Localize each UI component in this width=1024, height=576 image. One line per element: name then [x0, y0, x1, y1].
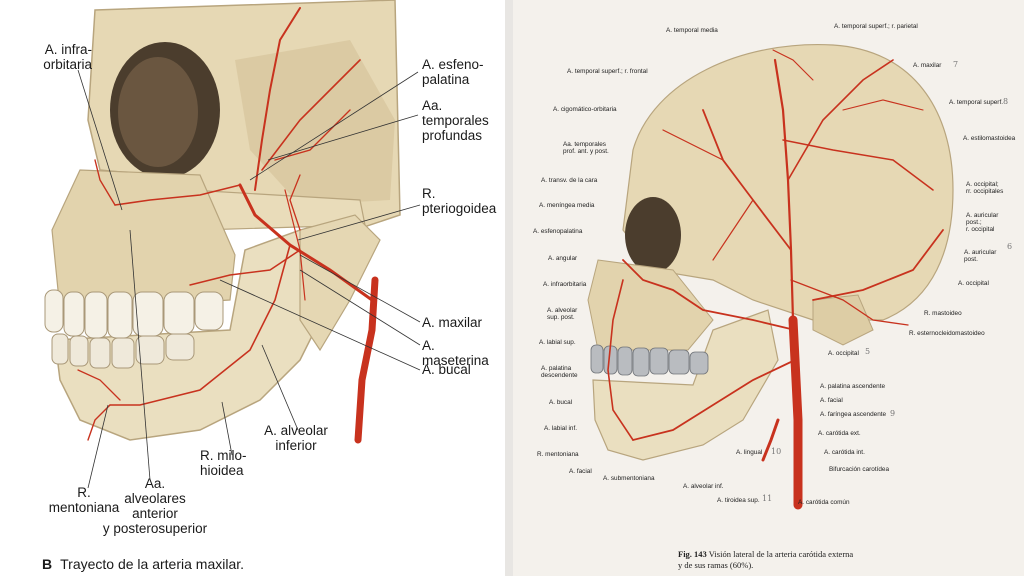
- label-temporal-superf: A. temporal superf.: [949, 99, 1003, 106]
- label-estilomastoidea: A. estilomastoidea: [963, 135, 1016, 142]
- artery-network-right: [607, 49, 944, 510]
- left-panel: A. infra- orbitaria A. esfeno- palatina …: [0, 0, 505, 576]
- label-maxilar-r: A. maxilar: [913, 62, 942, 69]
- lower-teeth: [51, 333, 195, 369]
- label-palatina-asc: A. palatina ascendente: [820, 383, 886, 390]
- label-mentoniana-r: R. mentoniana: [537, 451, 579, 458]
- label-bifurcacion: Bifurcación carotídea: [829, 466, 890, 473]
- label-alveolar-sup-post: A. alveolar sup. post.: [547, 307, 578, 321]
- label-carotida-int: A. carótida int.: [824, 449, 865, 456]
- caption-text: Trayecto de la arteria maxilar.: [60, 556, 245, 572]
- label-alveolar-inferior: A. alveolar inferior: [264, 423, 328, 453]
- label-carotida-comun: A. carótida común: [798, 499, 850, 506]
- label-submentoniana: A. submentoniana: [603, 475, 655, 482]
- label-labial-sup: A. labial sup.: [539, 339, 576, 346]
- label-faringea: A. faríngea ascendente: [820, 411, 887, 418]
- label-lingual: A. lingual: [736, 449, 763, 456]
- caption-text-right: Visión lateral de la arteria carótida ex…: [678, 549, 854, 570]
- label-occipital-rr: A. occipital; rr. occipitales: [966, 181, 1004, 195]
- label-transv-cara: A. transv. de la cara: [541, 177, 598, 184]
- label-auricular-post: A. auricular post.: [964, 249, 997, 263]
- maxilla: [587, 259, 714, 351]
- label-auricular-post-occ: A. auricular post.; r. occipital: [966, 212, 999, 233]
- label-bucal: A. bucal: [422, 362, 471, 377]
- annotation-number: 7: [953, 60, 959, 69]
- orbit: [625, 197, 681, 273]
- caption-fig: Fig. 143: [678, 549, 707, 559]
- panel-divider: [505, 0, 513, 576]
- label-bucal-r: A. bucal: [549, 399, 573, 406]
- label-maxilar: A. maxilar: [422, 315, 483, 330]
- label-temporales-prof: Aa. temporales prof. ant. y post.: [563, 141, 609, 155]
- label-tiroidea-sup: A. tiroidea sup.: [717, 497, 760, 504]
- label-carotida-ext: A. carótida ext.: [818, 430, 861, 437]
- label-angular: A. angular: [548, 255, 578, 262]
- label-esternocleido: R. esternocleidomastoideo: [909, 330, 985, 337]
- leader-lines-left: [77, 69, 421, 489]
- annotation-number: 9: [890, 409, 896, 418]
- right-panel: A. temporal media A. temporal superf.; r…: [513, 0, 1024, 576]
- annotation-number: 8: [1003, 97, 1009, 106]
- label-temporales-profundas: Aa. temporales profundas: [422, 98, 489, 143]
- caption-left: B Trayecto de la arteria maxilar.: [42, 556, 244, 572]
- label-milohioidea: R. milo- hioidea: [200, 448, 247, 478]
- mandible-ramus: [299, 214, 381, 352]
- label-facial-r: A. facial: [820, 397, 843, 404]
- annotation-number: 10: [771, 447, 782, 456]
- label-occipital-r: A. occipital: [958, 280, 989, 287]
- caption-right: Fig. 143 Visión lateral de la arteria ca…: [678, 549, 853, 571]
- annotation-number: 5: [865, 347, 871, 356]
- label-esfenopalatina-r: A. esfenopalatina: [533, 228, 583, 235]
- label-temporal-sup-frontal: A. temporal superf.; r. frontal: [567, 68, 648, 75]
- label-temporal-media: A. temporal media: [666, 27, 718, 34]
- label-mentoniana: R. mentoniana: [48, 485, 120, 515]
- label-occipital-mid: A. occipital: [828, 350, 859, 357]
- skull-illustration-left: [44, 0, 421, 489]
- label-pteriogoidea: R. pteriogoidea: [422, 186, 497, 216]
- label-maseterina: A. maseterina: [422, 338, 489, 368]
- label-meningea-media: A. meníngea media: [539, 202, 595, 209]
- annotation-number: 11: [762, 494, 773, 503]
- label-infraorbitaria-r: A. infraorbitaria: [543, 281, 587, 288]
- teeth: [590, 344, 709, 377]
- label-alveolares: Aa. alveolares anterior y posterosuperio…: [102, 476, 208, 536]
- label-labial-inf: A. labial inf.: [544, 425, 578, 432]
- label-facial-l: A. facial: [569, 468, 592, 475]
- label-cigomatico-orbitaria: A. cigomático-orbitaria: [553, 106, 617, 113]
- label-infraorbitaria: A. infra- orbitaria: [43, 42, 92, 72]
- label-temporal-sup-parietal: A. temporal superf.; r. parietal: [834, 23, 918, 30]
- mandible: [54, 229, 346, 441]
- skull-illustration-right: [587, 43, 954, 510]
- label-mastoideo: R. mastoideo: [924, 310, 962, 317]
- annotation-number: 6: [1007, 242, 1013, 251]
- label-esfenopalatina: A. esfeno- palatina: [422, 57, 484, 87]
- artery-network-left: [77, 7, 379, 444]
- upper-teeth: [44, 289, 224, 339]
- mandible: [592, 309, 779, 461]
- label-palatina-desc: A. palatina descendente: [541, 365, 578, 379]
- maxilla: [51, 169, 236, 311]
- label-alveolar-inf-r: A. alveolar inf.: [683, 483, 724, 490]
- caption-letter: B: [42, 556, 53, 572]
